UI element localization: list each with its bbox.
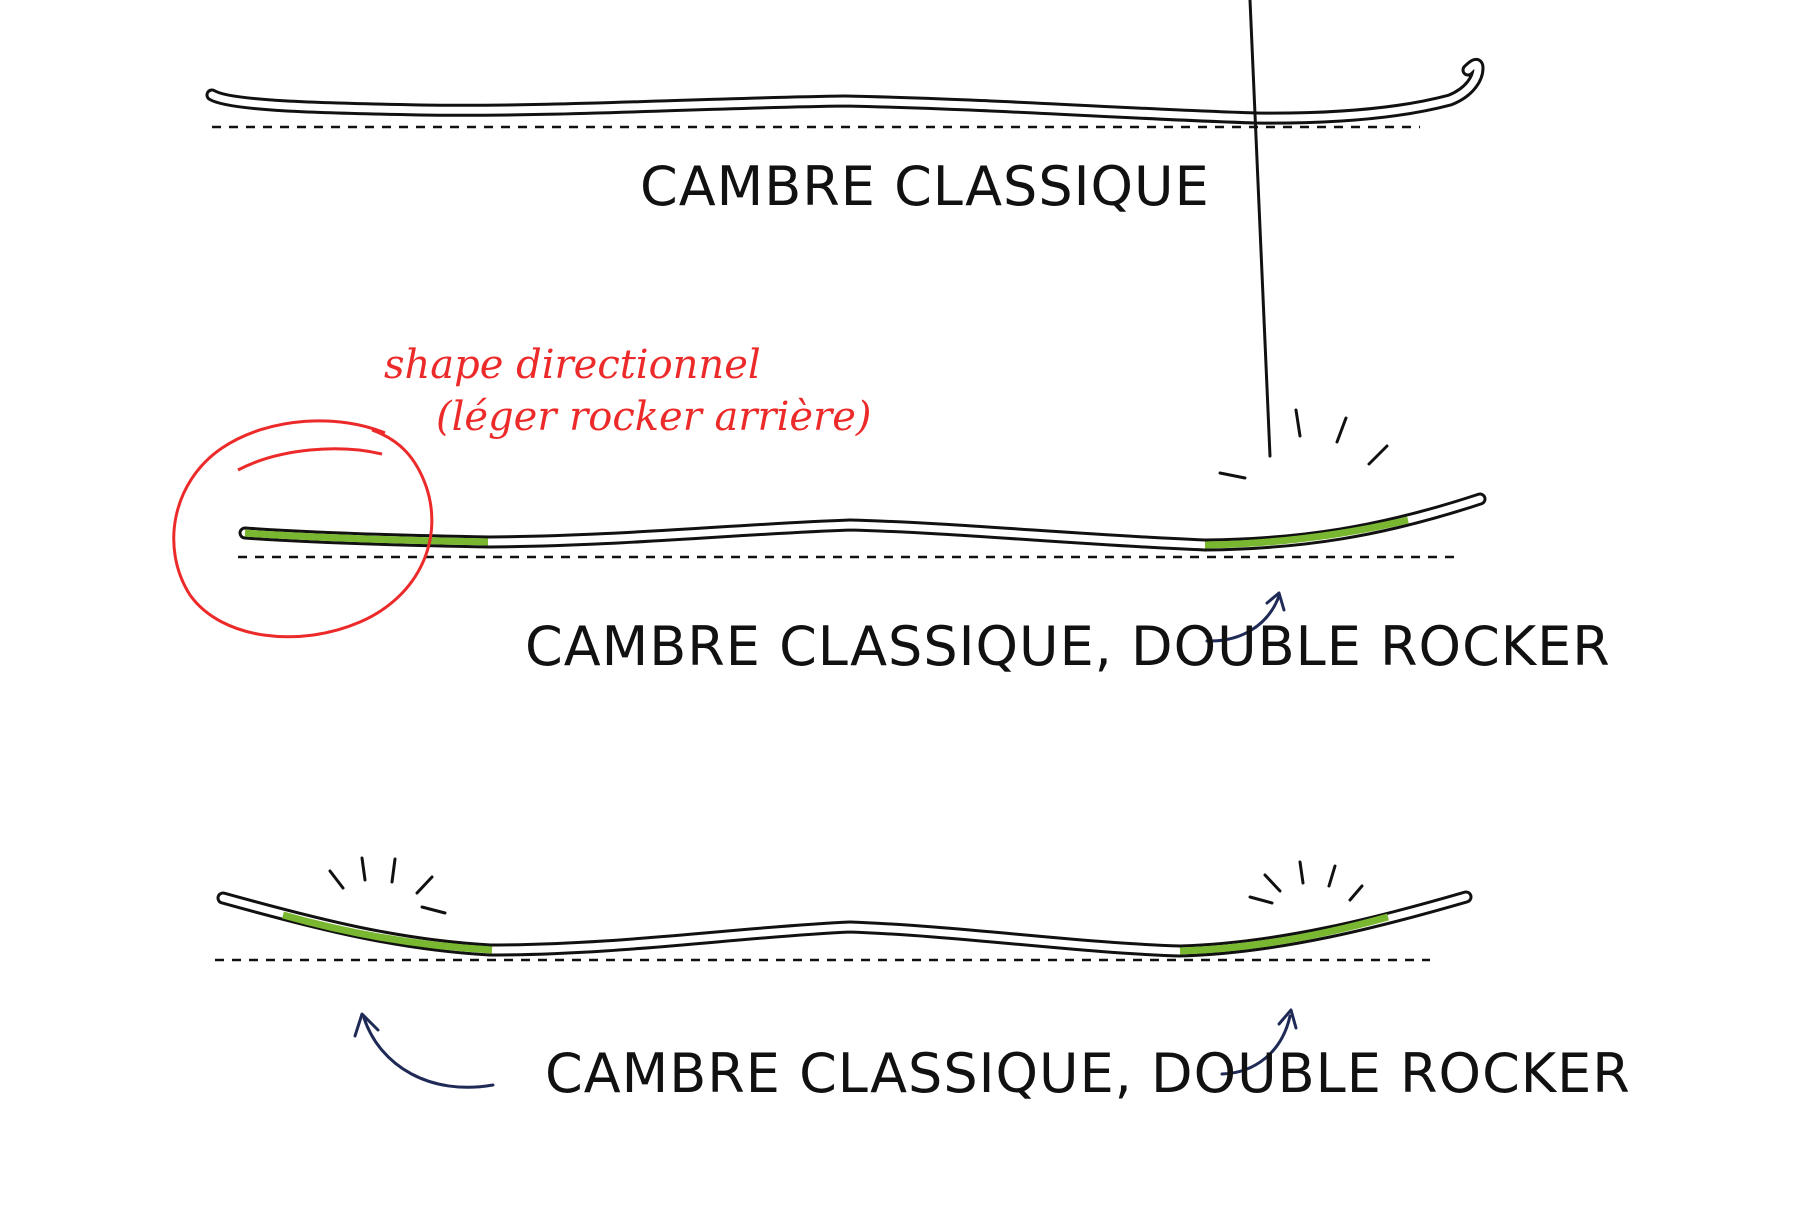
rocker-zone-tail-2 [244,529,489,546]
rocker-zone-nose-2 [1204,516,1409,549]
rocker-zone-tail-3 [282,911,493,954]
rocker-zone-nose-3 [1179,913,1389,955]
pop-lines-tail-3 [328,856,447,915]
profile-directional-double-rocker: CAMBRE CLASSIQUE, DOUBLE ROCKER [238,0,1611,678]
curved-arrow-nose-3 [1220,1008,1298,1076]
profile-classic-camber: CAMBRE CLASSIQUE [205,57,1485,218]
board-1 [205,57,1485,125]
pop-lines-nose-2 [1218,0,1389,480]
board-3 [216,890,1473,958]
curved-arrow-tail-3 [353,1012,495,1089]
annotation-line-2: (léger rocker arrière) [436,394,872,440]
caption-directional-double-rocker: CAMBRE CLASSIQUE, DOUBLE ROCKER [525,615,1611,678]
highlight-circle [172,419,434,639]
curved-arrow-nose-2 [1205,591,1286,643]
caption-symmetric-double-rocker: CAMBRE CLASSIQUE, DOUBLE ROCKER [545,1042,1631,1105]
caption-classic-camber: CAMBRE CLASSIQUE [640,155,1210,218]
annotation-line-1: shape directionnel [384,342,761,388]
profile-symmetric-double-rocker: CAMBRE CLASSIQUE, DOUBLE ROCKER [215,856,1631,1105]
directional-shape-annotation: shape directionnel (léger rocker arrière… [172,342,872,639]
board-2 [238,492,1487,552]
pop-lines-nose-3 [1248,860,1364,905]
